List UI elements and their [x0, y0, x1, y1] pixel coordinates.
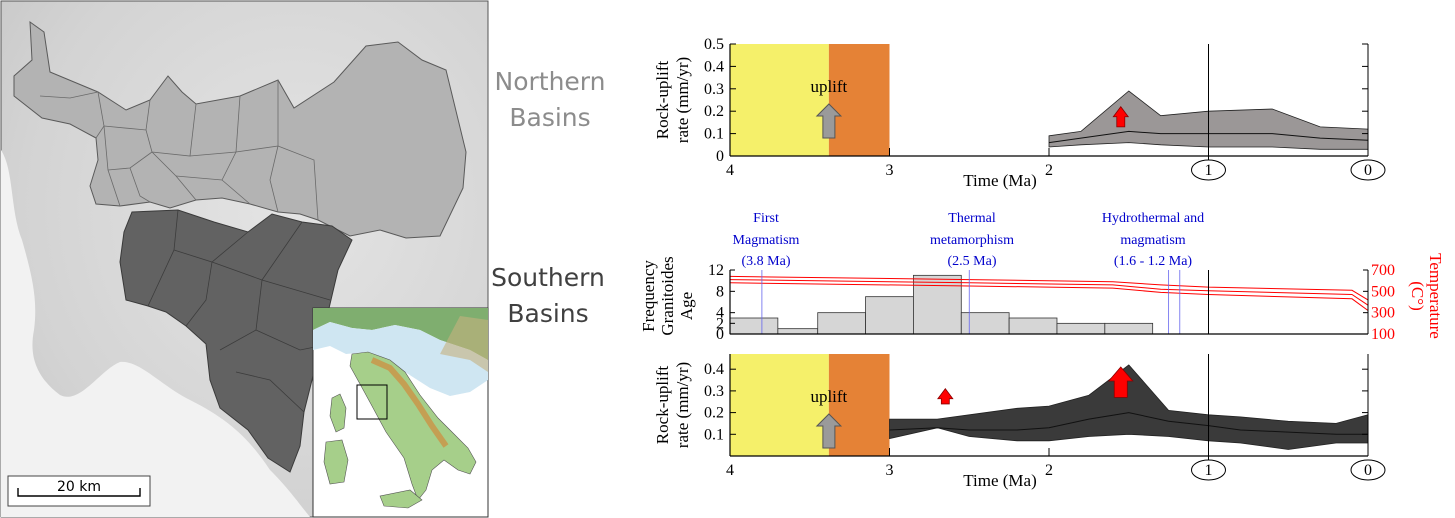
gran-ylabel-line2: Granitoides	[658, 256, 677, 335]
scale-bar: 20 km	[7, 475, 151, 507]
south-ytick-label: 0.1	[704, 426, 724, 443]
southern-basins-label: Southern Basins	[491, 263, 605, 328]
north-uplift-text: uplift	[810, 77, 847, 96]
south-xlabel: Time (Ma)	[963, 471, 1037, 490]
north-ytick-label: 0.1	[704, 126, 724, 143]
gran-ytick-label: 12	[708, 262, 724, 279]
north-ylabel-line1: Rock-uplift	[653, 61, 672, 140]
event-label-1-line3: (2.5 Ma)	[948, 254, 997, 269]
svg-text:Northern: Northern	[495, 67, 606, 96]
event-label-2-line3: (1.6 - 1.2 Ma)	[1114, 254, 1192, 269]
histogram-bar-2	[817, 312, 866, 335]
event-label-2-line2: magmatism	[1120, 233, 1185, 248]
sea-area	[1, 150, 310, 517]
south-shaded-interval-1	[828, 354, 890, 456]
southern-subbasin-divides	[147, 209, 331, 413]
south-xtick-label: 1	[1205, 462, 1213, 479]
north-xtick-label: 2	[1045, 162, 1053, 179]
north-red-arrow-0	[1112, 106, 1130, 128]
italy-inset-map	[312, 307, 489, 518]
svg-text:Basins: Basins	[507, 299, 588, 328]
north-ytick-label: 0	[716, 148, 724, 165]
south-uplift-arrow	[815, 413, 843, 449]
gran-ytick-label: 8	[716, 283, 724, 300]
temperature-line-1	[729, 279, 1369, 306]
north-ylabel-line2: rate (mm/yr)	[673, 57, 692, 143]
north-ytick-label: 0.3	[704, 81, 724, 98]
north-xlabel: Time (Ma)	[963, 171, 1037, 190]
histogram-bar-5	[960, 312, 1010, 335]
north-ytick-label: 0.5	[704, 36, 724, 53]
south-red-arrow-0	[937, 388, 954, 405]
north-xtick-label: 1	[1205, 162, 1213, 179]
north-median-line	[1048, 130, 1369, 144]
south-ytick-label: 0.4	[704, 361, 724, 378]
northern-subbasin-divides	[39, 80, 319, 221]
south-xtick-circle	[1350, 459, 1386, 481]
south-xtick-label: 3	[886, 462, 894, 479]
gran-ylabel-line1: Frequency	[639, 260, 658, 332]
event-label-0-line1: First	[753, 211, 779, 226]
south-ylabel-line2: rate (mm/yr)	[673, 362, 692, 448]
temperature-label-line1: Temperature	[1426, 253, 1445, 339]
histogram-bar-7	[1056, 322, 1106, 335]
histogram-bar-0	[729, 317, 779, 335]
histogram-bar-1	[777, 328, 819, 335]
south-shaded-interval-0	[730, 354, 829, 456]
histogram-bar-8	[1104, 322, 1154, 335]
north-uplift-arrow	[815, 103, 843, 139]
north-shaded-interval-0	[730, 44, 829, 156]
histogram-bar-4	[913, 274, 962, 335]
event-label-0-line2: Magmatism	[733, 233, 800, 248]
south-xtick-label: 4	[726, 462, 734, 479]
temperature-tick-label: 100	[1371, 326, 1395, 343]
north-ytick-label: 0.2	[704, 103, 724, 120]
northern-basins	[13, 20, 467, 239]
gran-ytick-label: 2	[716, 315, 724, 332]
north-ytick-label: 0.4	[704, 58, 724, 75]
gran-ylabel-line3: Age	[677, 292, 696, 320]
svg-text:Southern: Southern	[491, 263, 605, 292]
south-xtick-label: 2	[1045, 462, 1053, 479]
event-label-2-line1: Hydrothermal and	[1102, 211, 1204, 226]
gran-ytick-label: 0	[716, 326, 724, 343]
scale-label: 20 km	[57, 479, 101, 495]
south-xtick-label: 0	[1364, 462, 1372, 479]
temperature-label-line2: (C°)	[1408, 281, 1427, 310]
svg-text:Basins: Basins	[509, 103, 590, 132]
south-ytick-label: 0.2	[704, 405, 724, 422]
north-xtick-circle	[1350, 159, 1386, 181]
north-shaded-interval-1	[828, 44, 890, 156]
south-ytick-label: 0.3	[704, 383, 724, 400]
histogram-bar-3	[865, 296, 914, 335]
event-label-1-line1: Thermal	[948, 211, 996, 226]
basin-map: 20 km	[0, 0, 489, 518]
north-xtick-label: 3	[886, 162, 894, 179]
south-ylabel-line1: Rock-uplift	[653, 366, 672, 445]
north-xtick-circle	[1191, 159, 1226, 181]
south-red-arrow-1	[1107, 366, 1134, 398]
north-xtick-label: 0	[1364, 162, 1372, 179]
temperature-tick-label: 500	[1371, 283, 1395, 300]
north-xtick-label: 4	[726, 162, 734, 179]
temperature-tick-label: 300	[1371, 305, 1395, 322]
south-uplift-text: uplift	[810, 387, 847, 406]
study-area-box	[356, 384, 388, 420]
temperature-tick-label: 700	[1371, 262, 1395, 279]
gran-ytick-label: 4	[716, 305, 724, 322]
northern-basins-label: Northern Basins	[495, 67, 606, 132]
histogram-bar-6	[1008, 317, 1058, 335]
event-label-0-line3: (3.8 Ma)	[742, 254, 791, 269]
event-label-1-line2: metamorphism	[930, 233, 1014, 248]
south-xtick-circle	[1191, 459, 1226, 481]
south-median-line	[889, 412, 1368, 435]
temperature-line-2	[729, 282, 1369, 311]
